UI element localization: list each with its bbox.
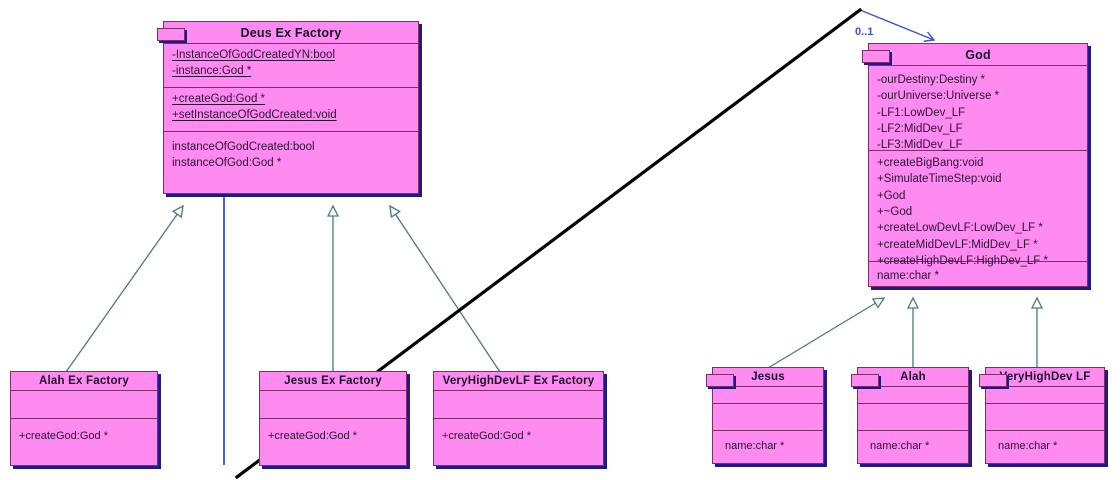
attributes-compartment: -InstanceOfGodCreatedYN:bool -instance:G…: [164, 44, 418, 88]
operation-row: +createMidDevLF:MidDev_LF *: [877, 238, 1038, 251]
operations-compartment: +createBigBang:void +SimulateTimeStep:vo…: [869, 151, 1087, 267]
class-title: Alah Ex Factory: [11, 372, 157, 391]
extra-row: name:char *: [998, 440, 1058, 452]
class-title: VeryHighDev LF: [986, 368, 1104, 387]
operation-row: +createLowDevLF:LowDev_LF *: [877, 222, 1043, 235]
class-jesus-ex-factory[interactable]: Jesus Ex Factory +createGod:God *: [259, 371, 407, 466]
operation-row: +createBigBang:void: [877, 157, 984, 169]
extra-row: name:char *: [725, 440, 785, 452]
attribute-row: -ourUniverse:Universe *: [877, 90, 1000, 103]
extra-compartment: name:char *: [713, 431, 823, 465]
operation-row: +createHighDevLF:HighDev_LF *: [877, 254, 1048, 267]
attributes-compartment: [986, 387, 1104, 404]
association-multiplicity-label: 0..1: [855, 26, 874, 38]
class-alah[interactable]: Alah name:char *: [851, 367, 969, 465]
extra-compartment: instanceOfGodCreated:bool instanceOfGod:…: [164, 132, 418, 195]
class-jesus[interactable]: Jesus name:char *: [706, 367, 824, 465]
class-alah-ex-factory[interactable]: Alah Ex Factory +createGod:God *: [10, 371, 158, 466]
attribute-row: -LF2:MidDev_LF: [877, 122, 963, 135]
extra-compartment: name:char *: [869, 262, 1087, 288]
operation-row: +createGod:God *: [172, 93, 266, 105]
class-deus-ex-factory[interactable]: Deus Ex Factory -InstanceOfGodCreatedYN:…: [157, 21, 419, 195]
operation-row: +createGod:God *: [19, 430, 108, 442]
generalization-jesus: [767, 297, 886, 369]
class-veryhighdevlf-ex-factory[interactable]: VeryHighDevLF Ex Factory +createGod:God …: [433, 371, 604, 466]
attributes-compartment: [260, 391, 406, 419]
attribute-row: -instance:God *: [172, 65, 252, 78]
class-god[interactable]: God -ourDestiny:Destiny * -ourUniverse:U…: [862, 43, 1088, 288]
operations-compartment: +createGod:God * +setInstanceOfGodCreate…: [164, 88, 418, 132]
operations-compartment: [986, 404, 1104, 431]
class-tab-icon: [157, 28, 185, 41]
class-tab-icon: [851, 374, 879, 387]
operation-row: +SimulateTimeStep:void: [877, 173, 1002, 186]
operation-row: +createGod:God *: [268, 430, 357, 442]
operation-row: +~God: [877, 205, 913, 218]
extra-row: instanceOfGod:God *: [172, 157, 282, 170]
class-veryhighdev-lf[interactable]: VeryHighDev LF name:char *: [979, 367, 1105, 465]
attribute-row: -LF1:LowDev_LF: [877, 106, 966, 119]
extra-row: instanceOfGodCreated:bool: [172, 141, 315, 153]
class-tab-icon: [706, 374, 734, 387]
operation-row: +God: [877, 189, 906, 202]
attributes-compartment: [11, 391, 157, 419]
class-title: Jesus Ex Factory: [260, 372, 406, 391]
attributes-compartment: [713, 387, 823, 404]
operations-compartment: [713, 404, 823, 431]
attribute-row: -LF3:MidDev_LF: [877, 139, 963, 152]
operation-row: +setInstanceOfGodCreated:void: [172, 109, 337, 122]
operations-compartment: +createGod:God *: [11, 419, 157, 467]
operations-compartment: +createGod:God *: [260, 419, 406, 467]
attributes-compartment: [434, 391, 603, 419]
extra-row: name:char *: [877, 270, 940, 282]
attributes-compartment: -ourDestiny:Destiny * -ourUniverse:Unive…: [869, 66, 1087, 151]
attribute-row: -InstanceOfGodCreatedYN:bool: [172, 49, 336, 61]
class-title: Deus Ex Factory: [164, 22, 418, 44]
operations-compartment: +createGod:God *: [434, 419, 603, 467]
class-title: God: [869, 44, 1087, 66]
attribute-row: -ourDestiny:Destiny *: [877, 74, 986, 86]
attributes-compartment: [858, 387, 968, 404]
extra-compartment: name:char *: [986, 431, 1104, 465]
class-tab-icon: [979, 374, 1007, 387]
class-title: VeryHighDevLF Ex Factory: [434, 372, 603, 391]
generalization-alah-ex-factory: [65, 204, 184, 373]
operation-row: +createGod:God *: [442, 430, 531, 442]
operations-compartment: [858, 404, 968, 431]
class-tab-icon: [862, 50, 890, 63]
generalization-veryhighdevlf-ex-factory: [389, 204, 501, 373]
class-title: Alah: [858, 368, 968, 387]
extra-row: name:char *: [870, 440, 930, 452]
extra-compartment: name:char *: [858, 431, 968, 465]
